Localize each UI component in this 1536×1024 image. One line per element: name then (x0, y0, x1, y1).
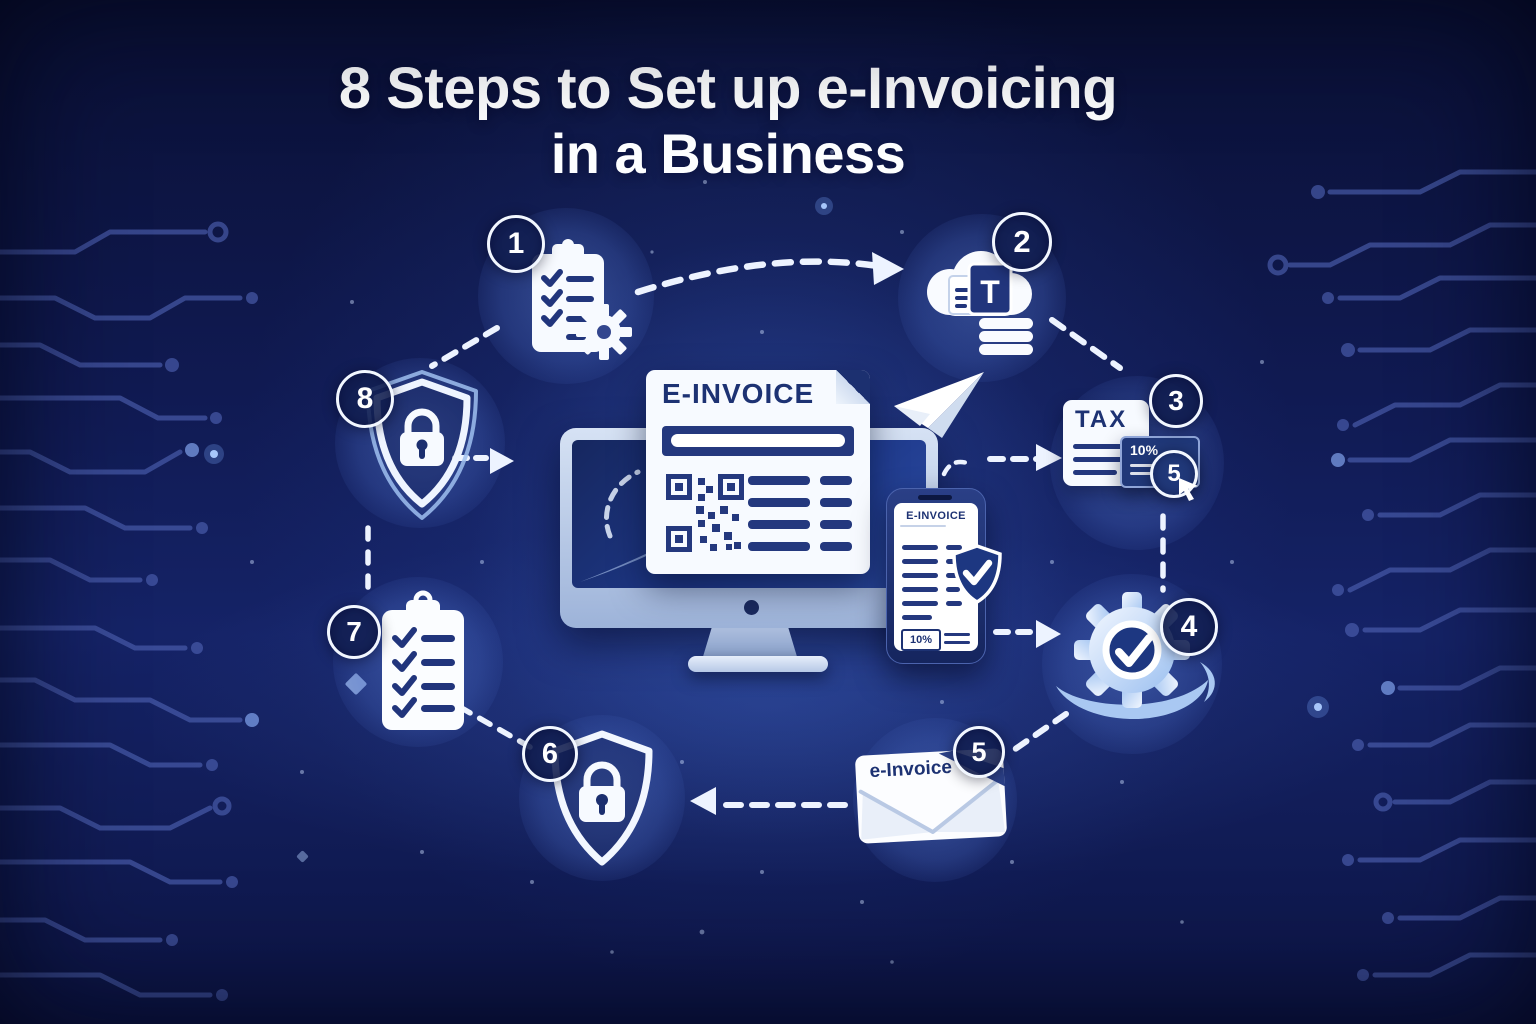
phone-line (946, 587, 960, 592)
document-line (748, 520, 810, 529)
phone-line (902, 559, 938, 564)
step-4-badge: 4 (1160, 598, 1218, 656)
screen-swoosh (580, 469, 782, 582)
tax-line (1073, 457, 1131, 462)
phone-line (902, 615, 932, 620)
monitor-base (688, 656, 828, 672)
arrowhead-center (490, 448, 514, 474)
arrowhead-step2 (872, 252, 904, 285)
document-line (820, 476, 852, 485)
step-6-number: 6 (541, 737, 559, 770)
envelope-label: e-Invoice (869, 756, 953, 783)
document-line (748, 498, 810, 507)
step-3-badge: 3 (1149, 374, 1203, 428)
phone-line (902, 601, 938, 606)
step-7-number: 7 (346, 616, 362, 647)
connector-step1-step8 (429, 325, 500, 369)
phone-rate-value: 10% (909, 634, 933, 646)
tax-label: TAX (1075, 406, 1128, 433)
phone-title: E-INVOICE (906, 510, 966, 522)
smartphone: E-INVOICE 10% (886, 488, 1002, 664)
phone-line (946, 545, 962, 550)
monitor-stand (702, 628, 798, 660)
phone-rate-box: 10% (901, 629, 941, 651)
document-fold-corner (836, 370, 870, 404)
qr-code (666, 474, 744, 552)
phone-title-underline (900, 525, 946, 527)
monitor-camera-dot (744, 600, 759, 615)
phone-line (946, 601, 962, 606)
step-4-number: 4 (1180, 610, 1198, 643)
step-8-shield-padlock-icon (366, 370, 478, 520)
arrowhead-step6 (690, 787, 716, 815)
phone-line (944, 633, 970, 636)
document-line (748, 542, 810, 551)
tax-line (1073, 444, 1131, 449)
e-invoice-document: E-INVOICE (646, 370, 870, 574)
step-5-badge: 5 (953, 726, 1005, 778)
cloud-document-database-icon: T (927, 251, 1033, 355)
step-6-shield-padlock-icon (551, 730, 653, 866)
paper-plane-icon (894, 372, 984, 438)
tax-discount-badge: 5 (1150, 450, 1198, 498)
card-line (1130, 472, 1164, 475)
connector-step6-step7 (455, 703, 533, 750)
arrow-step1-step2 (634, 258, 882, 296)
step-1-badge: 1 (487, 215, 545, 273)
step-1-number: 1 (507, 227, 525, 260)
cloud-doc-letter: T (980, 274, 1000, 310)
document-line (820, 542, 852, 551)
step-3-number: 3 (1168, 385, 1184, 416)
step-7-badge: 7 (327, 605, 381, 659)
phone-line (946, 573, 962, 578)
document-line (820, 498, 852, 507)
arrowhead-step4 (1036, 620, 1061, 648)
tax-document-icon: TAX 10% 5 (1055, 370, 1220, 515)
document-line (748, 476, 810, 485)
tax-rate-text: 10% (1130, 442, 1159, 458)
title-line-2: in a Business (550, 122, 906, 186)
step-6-badge: 6 (522, 726, 578, 782)
cursor-icon (1179, 478, 1198, 501)
phone-notch (918, 495, 952, 500)
arrowhead-step3 (1036, 444, 1062, 471)
step-2-badge: 2 (992, 212, 1052, 272)
step-5-number: 5 (971, 736, 987, 767)
connector-step4-step5 (1005, 711, 1069, 757)
phone-line (902, 545, 938, 550)
step-8-badge: 8 (336, 370, 394, 428)
squiggle (941, 459, 973, 477)
clipboard-checklist-icon (382, 590, 464, 730)
phone-line (902, 587, 938, 592)
phone-shield-check-icon (952, 544, 1002, 605)
document-line (820, 520, 852, 529)
document-banner (662, 426, 854, 456)
tax-line (1073, 470, 1117, 475)
phone-line (944, 641, 970, 644)
page-title: 8 Steps to Set up e-Invoicing in a Busin… (0, 56, 1456, 186)
phone-line (902, 573, 938, 578)
tax-discount-number: 5 (1167, 460, 1181, 487)
clipboard-checklist-gear-icon (532, 239, 632, 360)
title-line-1: 8 Steps to Set up e-Invoicing (338, 56, 1118, 121)
banner-highlight (671, 434, 845, 447)
step-2-number: 2 (1013, 224, 1031, 259)
step-8-number: 8 (356, 382, 374, 415)
document-title: E-INVOICE (662, 378, 815, 409)
connector-step2-step3 (1049, 317, 1123, 371)
